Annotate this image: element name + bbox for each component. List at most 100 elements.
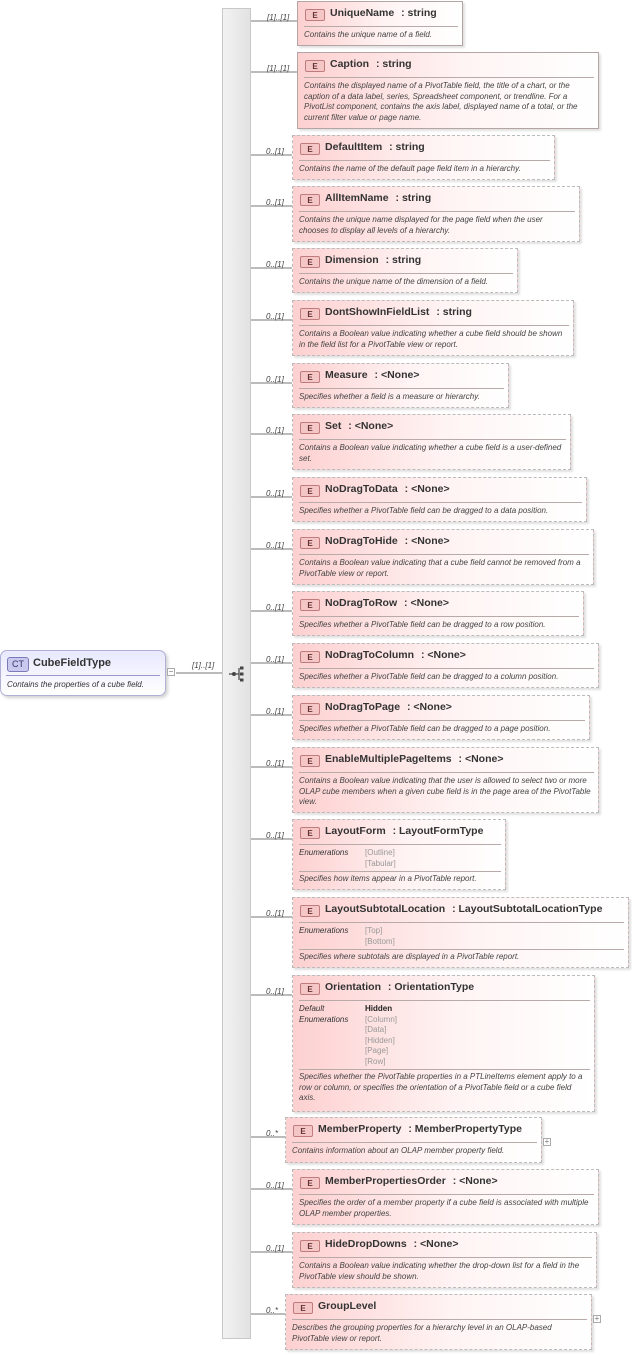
enumerations-label: Enumerations [299,926,349,935]
element-title: NoDragToData : <None> [325,483,450,495]
element-doc: Contains a Boolean value indicating whet… [299,329,563,349]
enumeration-value: [Outline] [365,848,395,857]
element-name: EnableMultiplePageItems [325,753,452,765]
multiplicity-label: 0..[1] [266,1244,284,1253]
type-separator: : [405,1123,415,1135]
complex-type-badge: CT [7,657,29,672]
element-type: string [392,254,422,266]
element-type: <None> [464,753,504,765]
element-type: string [401,192,432,204]
element-name: AllItemName [325,192,389,204]
element-title: Caption : string [330,58,412,70]
element-badge: E [300,755,320,767]
multiplicity-label: 0..[1] [266,759,284,768]
multiplicity-label: 0..[1] [266,603,284,612]
element-title: Measure : <None> [325,369,419,381]
multiplicity-label: 0..[1] [266,909,284,918]
element-badge: E [305,60,325,72]
enumeration-value: [Page] [365,1046,389,1055]
element-doc: Specifies whether a field is a measure o… [299,392,480,401]
divider [6,675,160,676]
enumeration-value: [Row] [365,1056,386,1066]
element-name: Caption [330,58,370,70]
expand-toggle[interactable]: + [543,1137,551,1146]
element-name: HideDropDowns [325,1238,407,1250]
element-doc: Specifies how items appear in a PivotTab… [299,874,477,883]
multiplicity-label: 0..[1] [266,987,284,996]
divider [299,502,582,503]
element-title: LayoutForm : LayoutFormType [325,825,483,837]
sequence-compositor-icon[interactable] [228,665,246,683]
element-name: DontShowInFieldList [325,306,430,318]
expand-toggle[interactable]: + [593,1314,601,1323]
enumeration-values: [Column][Data][Hidden][Page][Row] [365,1015,397,1068]
element-name: Measure [325,369,368,381]
element-doc: Specifies whether a PivotTable field can… [299,620,546,629]
element-type: LayoutFormType [399,825,484,837]
collapse-toggle[interactable]: − [167,667,175,676]
divider [292,1142,537,1143]
enumeration-value: [Tabular] [365,858,396,868]
element-box[interactable]: E EnableMultiplePageItems : <None> Contain… [292,747,599,813]
divider [299,1069,590,1070]
type-separator: : [410,1238,421,1250]
divider [299,388,504,389]
type-separator: : [373,58,383,70]
multiplicity-label: 0..[1] [266,1181,284,1190]
type-separator: : [398,7,408,19]
element-type: MemberPropertyType [414,1123,522,1135]
divider [299,273,513,274]
type-separator: : [382,254,393,266]
enumeration-values: [Outline][Tabular] [365,848,396,869]
element-name: Orientation [325,981,382,993]
element-title: MemberProperty : MemberPropertyType [318,1123,522,1135]
divider [299,325,569,326]
element-type: <None> [413,701,452,713]
element-title: EnableMultiplePageItems : <None> [325,753,503,765]
complex-type-box[interactable]: CT CubeFieldType Contains the properties… [0,650,166,696]
element-badge: E [300,1177,320,1189]
element-doc: Specifies where subtotals are displayed … [299,952,520,961]
type-separator: : [401,597,411,609]
type-separator: : [455,753,465,765]
element-doc: Describes the grouping properties for a … [292,1323,552,1343]
divider [299,949,624,950]
element-name: LayoutSubtotalLocation [325,903,446,915]
element-doc: Contains a Boolean value indicating that… [299,776,591,806]
element-title: NoDragToRow : <None> [325,597,449,609]
element-badge: E [300,143,320,155]
element-type: string [407,7,437,19]
type-separator: : [371,369,381,381]
default-label: Default [299,1004,325,1013]
type-separator: : [392,192,402,204]
multiplicity-label: [1]..[1] [267,13,290,22]
divider [304,26,458,27]
element-badge: E [300,1240,320,1252]
element-type: <None> [420,1238,459,1250]
element-badge: E [293,1125,313,1137]
divider [299,616,579,617]
divider [299,668,594,669]
element-name: DefaultItem [325,141,383,153]
